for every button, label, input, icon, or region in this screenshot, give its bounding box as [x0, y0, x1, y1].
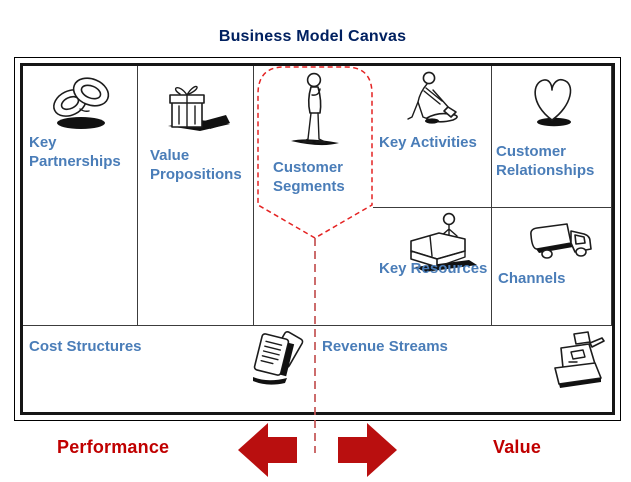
- cell-key-resources: Key Resources: [373, 208, 492, 326]
- cell-label-key-partnerships: Key Partnerships: [29, 134, 121, 171]
- performance-axis-label: Performance: [57, 437, 170, 457]
- page-title: Business Model Canvas: [218, 28, 407, 45]
- receipts-icon: [245, 327, 307, 396]
- person-behind-couch-icon: [387, 211, 491, 275]
- canvas-grid: Key Partnerships Key Activ: [20, 63, 615, 415]
- cell-label-revenue-streams: Revenue Streams: [322, 338, 448, 355]
- cell-label-key-activities: Key Activities: [379, 134, 477, 151]
- cell-channels: Channels: [492, 208, 612, 326]
- canvas-frame: Key Partnerships Key Activ: [14, 57, 621, 421]
- cell-key-activities: Key Activities: [373, 66, 492, 208]
- delivery-truck-icon: [512, 219, 611, 267]
- cell-label-channels: Channels: [498, 270, 566, 287]
- gift-box-icon: [138, 79, 253, 137]
- right-arrow-icon: [338, 423, 397, 477]
- cell-label-customer-segments: Customer Segments: [273, 159, 345, 196]
- cell-customer-segments: Customer Segments: [254, 66, 373, 326]
- standing-person-icon: [254, 70, 373, 148]
- cash-register-icon: [547, 328, 605, 397]
- cell-key-partnerships: Key Partnerships: [23, 66, 138, 326]
- digging-person-icon: [373, 68, 491, 130]
- heart-icon: [492, 71, 611, 129]
- value-axis-label: Value: [493, 437, 542, 457]
- cell-label-cost-structures: Cost Structures: [29, 338, 142, 355]
- cell-customer-relationships: Customer Relationships: [492, 66, 612, 208]
- cell-label-key-resources: Key Resources: [379, 260, 488, 277]
- cell-label-customer-relationships: Customer Relationships: [496, 143, 595, 180]
- cell-value-propositions: Value Propositions: [138, 66, 254, 326]
- left-arrow-icon: [238, 423, 297, 477]
- cell-cost-and-revenue: Cost Structures Revenue Str: [23, 326, 612, 412]
- cell-label-value-propositions: Value Propositions: [150, 147, 242, 184]
- interlocked-rings-icon: [23, 69, 137, 131]
